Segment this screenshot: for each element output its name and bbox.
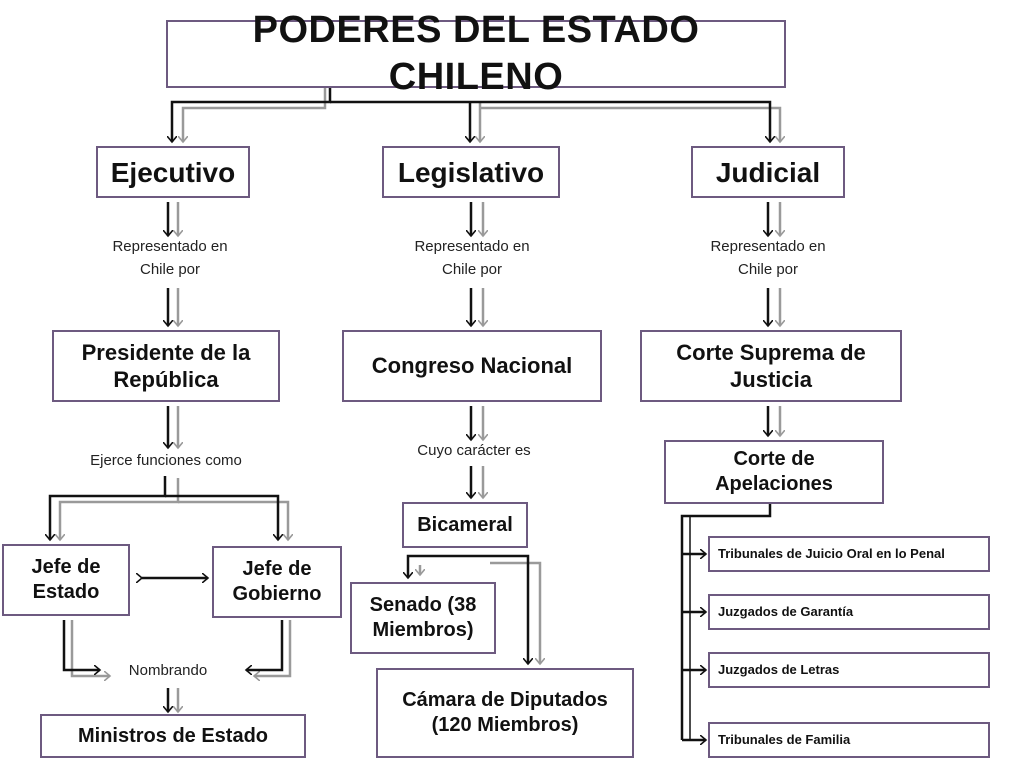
branch-legislativo: Legislativo — [382, 146, 560, 198]
branch-ejecutivo: Ejecutivo — [96, 146, 250, 198]
node-juzgados-letras: Juzgados de Letras — [708, 652, 990, 688]
node-camara: Cámara de Diputados (120 Miembros) — [376, 668, 634, 758]
node-jefe-gobierno: Jefe de Gobierno — [212, 546, 342, 618]
node-presidente: Presidente de la República — [52, 330, 280, 402]
label-representado-legislativo: Representado en Chile por — [414, 238, 530, 278]
node-senado: Senado (38 Miembros) — [350, 582, 496, 654]
label-cuyo: Cuyo carácter es — [417, 442, 531, 459]
node-juzgados-garantia: Juzgados de Garantía — [708, 594, 990, 630]
label-representado-judicial: Representado en Chile por — [710, 238, 826, 278]
branch-judicial: Judicial — [691, 146, 845, 198]
label-nombrando: Nombrando — [128, 662, 208, 679]
label-ejerce: Ejerce funciones como — [90, 452, 242, 469]
label-representado-ejecutivo: Representado en Chile por — [112, 238, 228, 278]
node-congreso: Congreso Nacional — [342, 330, 602, 402]
node-bicameral: Bicameral — [402, 502, 528, 548]
node-ministros: Ministros de Estado — [40, 714, 306, 758]
node-jefe-estado: Jefe de Estado — [2, 544, 130, 616]
node-tribunales-familia: Tribunales de Familia — [708, 722, 990, 758]
node-tribunal-oral-penal: Tribunales de Juicio Oral en lo Penal — [708, 536, 990, 572]
node-corte-apelaciones: Corte de Apelaciones — [664, 440, 884, 504]
node-corte-suprema: Corte Suprema de Justicia — [640, 330, 902, 402]
page-title: PODERES DEL ESTADO CHILENO — [166, 9, 786, 98]
